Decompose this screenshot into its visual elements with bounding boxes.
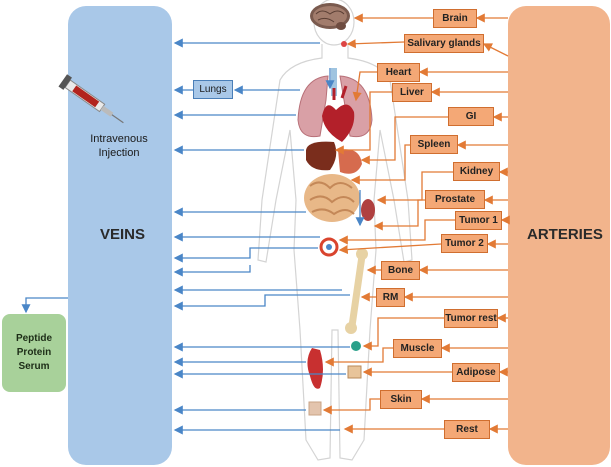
- skin-icon: [308, 401, 322, 416]
- artery-arrow-gi: [360, 116, 448, 165]
- organ-label-brain: Brain: [433, 9, 477, 28]
- veins-label: VEINS: [100, 226, 146, 243]
- vein-arrow-peptide: [21, 297, 68, 314]
- artery-arrow-kidney: [376, 171, 453, 205]
- vein-arrow-tumor2b: [173, 265, 251, 277]
- artery-arrow-skin: [322, 398, 380, 415]
- organ-label-tumor-1: Tumor 1: [455, 211, 502, 230]
- organ-label-skin: Skin: [380, 390, 422, 409]
- syringe-icon: [58, 74, 124, 124]
- organ-label-kidney: Kidney: [453, 162, 500, 181]
- organ-label-tumor-rest: Tumor rest: [444, 309, 498, 328]
- tumor-rest-icon: [351, 341, 361, 351]
- organ-label-rest: Rest: [444, 420, 490, 439]
- muscle-icon: [307, 348, 323, 389]
- intravenous-injection-label: Intravenous Injection: [90, 133, 148, 159]
- veins-bar: [68, 6, 172, 465]
- artery-arrow-heart: [352, 71, 377, 102]
- organ-label-adipose: Adipose: [452, 363, 500, 382]
- adipose-icon: [347, 365, 362, 379]
- organ-label-liver: Liver: [392, 83, 432, 102]
- tumor-ring-icon: [319, 237, 339, 257]
- organ-label-gi: GI: [448, 107, 494, 126]
- organ-label-prostate: Prostate: [425, 190, 485, 209]
- lungs-label: Lungs: [193, 80, 233, 99]
- artery-arrow-salivary: [346, 39, 405, 49]
- bone-icon: [345, 248, 368, 334]
- arteries-label: ARTERIES: [527, 226, 603, 243]
- intestines-icon: [304, 174, 360, 222]
- artery-arrow-prostate: [373, 199, 425, 231]
- organ-label-bone: Bone: [381, 261, 420, 280]
- kidney-icon: [361, 199, 375, 221]
- artery-arrow-liver: [334, 91, 392, 155]
- organ-label-spleen: Spleen: [410, 135, 458, 154]
- artery-arrow-tumor1: [338, 219, 455, 245]
- artery-arrow-spleen: [350, 144, 410, 185]
- organ-label-salivary-glands: Salivary glands: [404, 34, 484, 53]
- vein-arrow-rm: [173, 294, 350, 311]
- stomach-icon: [338, 149, 362, 174]
- salivary-gland-icon: [341, 41, 347, 47]
- organ-label-rm: RM: [376, 288, 405, 307]
- organ-label-tumor-2: Tumor 2: [441, 234, 488, 253]
- artery-arrow-tumor2: [338, 243, 442, 255]
- brain-icon: [310, 3, 350, 30]
- peptide-protein-serum-box: Peptide Protein Serum: [2, 314, 66, 392]
- liver-icon: [306, 141, 337, 171]
- arteries-bar: [508, 6, 610, 465]
- organ-label-muscle: Muscle: [393, 339, 442, 358]
- organ-label-heart: Heart: [377, 63, 420, 82]
- vein-arrow-tumor2: [173, 247, 318, 263]
- artery-arrow-tumor-rest: [362, 317, 444, 351]
- artery-arrow-muscle: [324, 347, 393, 367]
- artery-feed-salivary: [482, 43, 509, 57]
- heart-icon: [322, 85, 355, 142]
